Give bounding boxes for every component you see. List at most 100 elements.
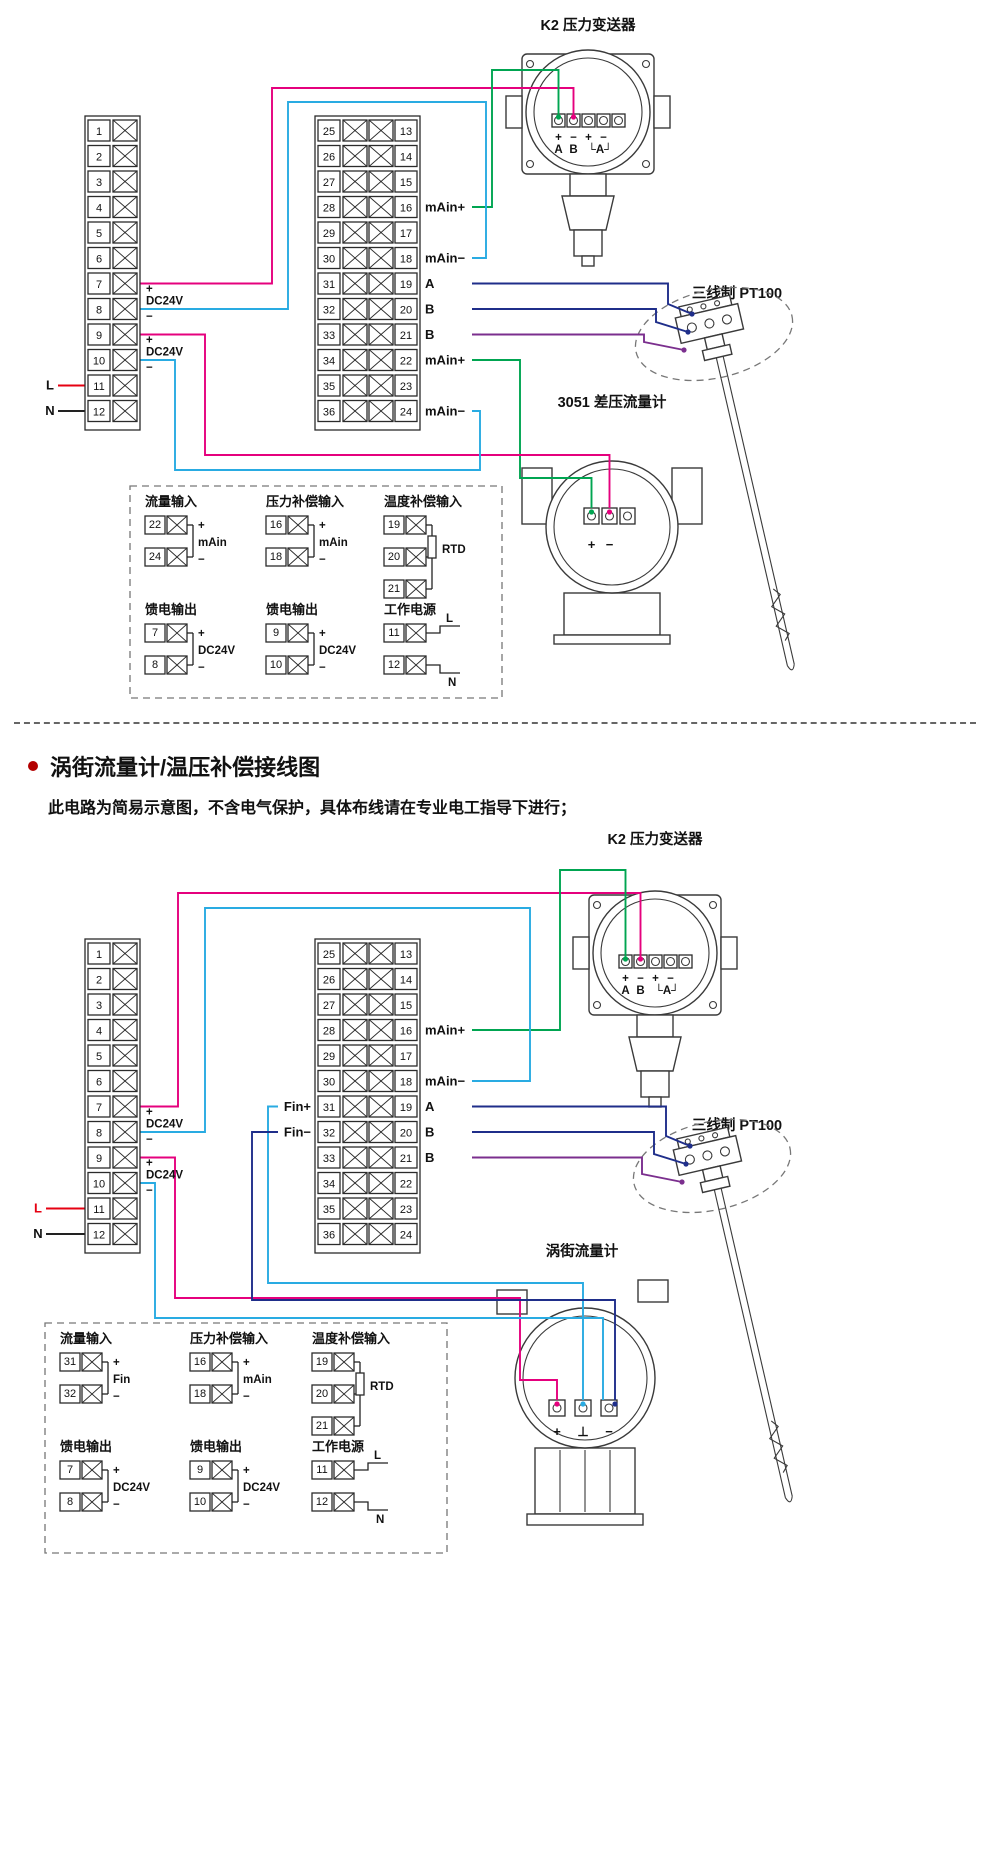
shape [368, 170, 394, 193]
shape [112, 221, 138, 244]
shape [426, 625, 460, 634]
wire [137, 1182, 604, 1400]
shape [87, 1171, 111, 1195]
wire [472, 359, 593, 508]
shape [394, 246, 418, 270]
dc24v-plus-label: + [146, 1107, 153, 1119]
terminal-number-label: 8 [96, 1128, 102, 1140]
terminal-number-label: 12 [388, 659, 400, 671]
bolt-icon [700, 303, 707, 310]
terminal-number-label: 31 [323, 1102, 335, 1114]
shape [394, 1171, 418, 1195]
shape [81, 1460, 103, 1480]
flowmeter-title: 3051 差压流量计 [558, 393, 667, 411]
terminal [342, 1146, 368, 1169]
shape [596, 113, 611, 128]
dc24v-plus-label: + [146, 284, 153, 296]
terminal-number: 9 [87, 323, 111, 346]
terminal [112, 374, 138, 397]
terminal-function-label: Fin+ [284, 1099, 311, 1114]
terminal-number-label: 17 [400, 1051, 412, 1063]
shape [394, 993, 418, 1016]
terminal-number: 11 [383, 623, 405, 643]
dc24v-plus-label: + [146, 335, 153, 347]
shape [87, 993, 111, 1016]
shape [317, 1018, 341, 1042]
shape [394, 1120, 418, 1144]
shape [265, 655, 287, 675]
terminal-function-label: mAin+ [425, 200, 466, 215]
terminal-screw-icon [719, 1146, 731, 1157]
terminal-number-label: 32 [323, 1128, 335, 1140]
shape [368, 1019, 394, 1041]
flowmeter-title: 涡街流量计 [546, 1242, 619, 1260]
terminal-number: 29 [317, 221, 341, 244]
shape [699, 1175, 731, 1194]
terminal-number: 14 [394, 144, 418, 168]
shape [87, 348, 111, 372]
terminal-number-label: 1 [96, 949, 102, 961]
terminal-number-label: 29 [323, 1051, 335, 1063]
terminal-number: 14 [394, 967, 418, 991]
terminal-number: 33 [317, 1146, 341, 1169]
terminal-number-label: 9 [96, 1153, 102, 1165]
shape [87, 195, 111, 219]
dc24v-label: DC24V [146, 346, 183, 358]
terminal [368, 1120, 394, 1144]
terminal-number: 6 [87, 1069, 111, 1093]
legend: 流量输入3132+−Fin压力补偿输入1618+−mAin温度补偿输入19202… [44, 1322, 448, 1554]
legend-title: 馈电输出 [60, 1439, 112, 1454]
terminal [166, 655, 188, 675]
shape [368, 119, 394, 142]
terminal-number: 12 [311, 1492, 333, 1512]
shape [287, 547, 309, 567]
terminal-number: 1 [87, 119, 111, 142]
terminal-number: 35 [317, 374, 341, 397]
shape [720, 1188, 793, 1497]
terminal [405, 515, 427, 535]
terminal [368, 399, 394, 423]
shape [87, 1069, 111, 1093]
terminal [368, 170, 394, 193]
dc24v-minus-label: − [146, 311, 153, 323]
terminal [342, 1120, 368, 1144]
shape [383, 579, 405, 599]
shape [368, 272, 394, 295]
terminal-number: 18 [394, 1069, 418, 1093]
terminal-number-label: 26 [323, 975, 335, 987]
shape [211, 1352, 233, 1372]
terminal [368, 1044, 394, 1067]
pt100-title: 三线制 PT100 [692, 1116, 782, 1134]
shape [59, 1492, 81, 1512]
terminal [211, 1352, 233, 1372]
shape [342, 1197, 368, 1220]
shape [317, 993, 341, 1016]
terminal [342, 195, 368, 219]
shape [144, 655, 166, 675]
line-l-label: L [446, 613, 453, 625]
shape [368, 349, 394, 371]
shape [611, 113, 626, 128]
terminal-number: 23 [394, 374, 418, 397]
shape [144, 623, 166, 643]
wire-end-dot [555, 114, 562, 120]
terminal [342, 144, 368, 168]
terminal-number: 28 [317, 1018, 341, 1042]
shape [342, 942, 368, 965]
shape [317, 221, 341, 244]
terminal-function-label: mAin− [425, 1074, 466, 1089]
terminal-function-label: A [425, 1099, 435, 1114]
terminal-number-label: 8 [67, 1496, 73, 1508]
shape [634, 286, 794, 382]
rtd-label: RTD [370, 1381, 394, 1393]
wire [137, 1156, 558, 1400]
shape [573, 229, 603, 257]
shape [317, 119, 341, 142]
dc24v-minus-label: − [146, 1134, 153, 1146]
shape [663, 954, 678, 969]
shape [342, 145, 368, 167]
shape [342, 1121, 368, 1143]
